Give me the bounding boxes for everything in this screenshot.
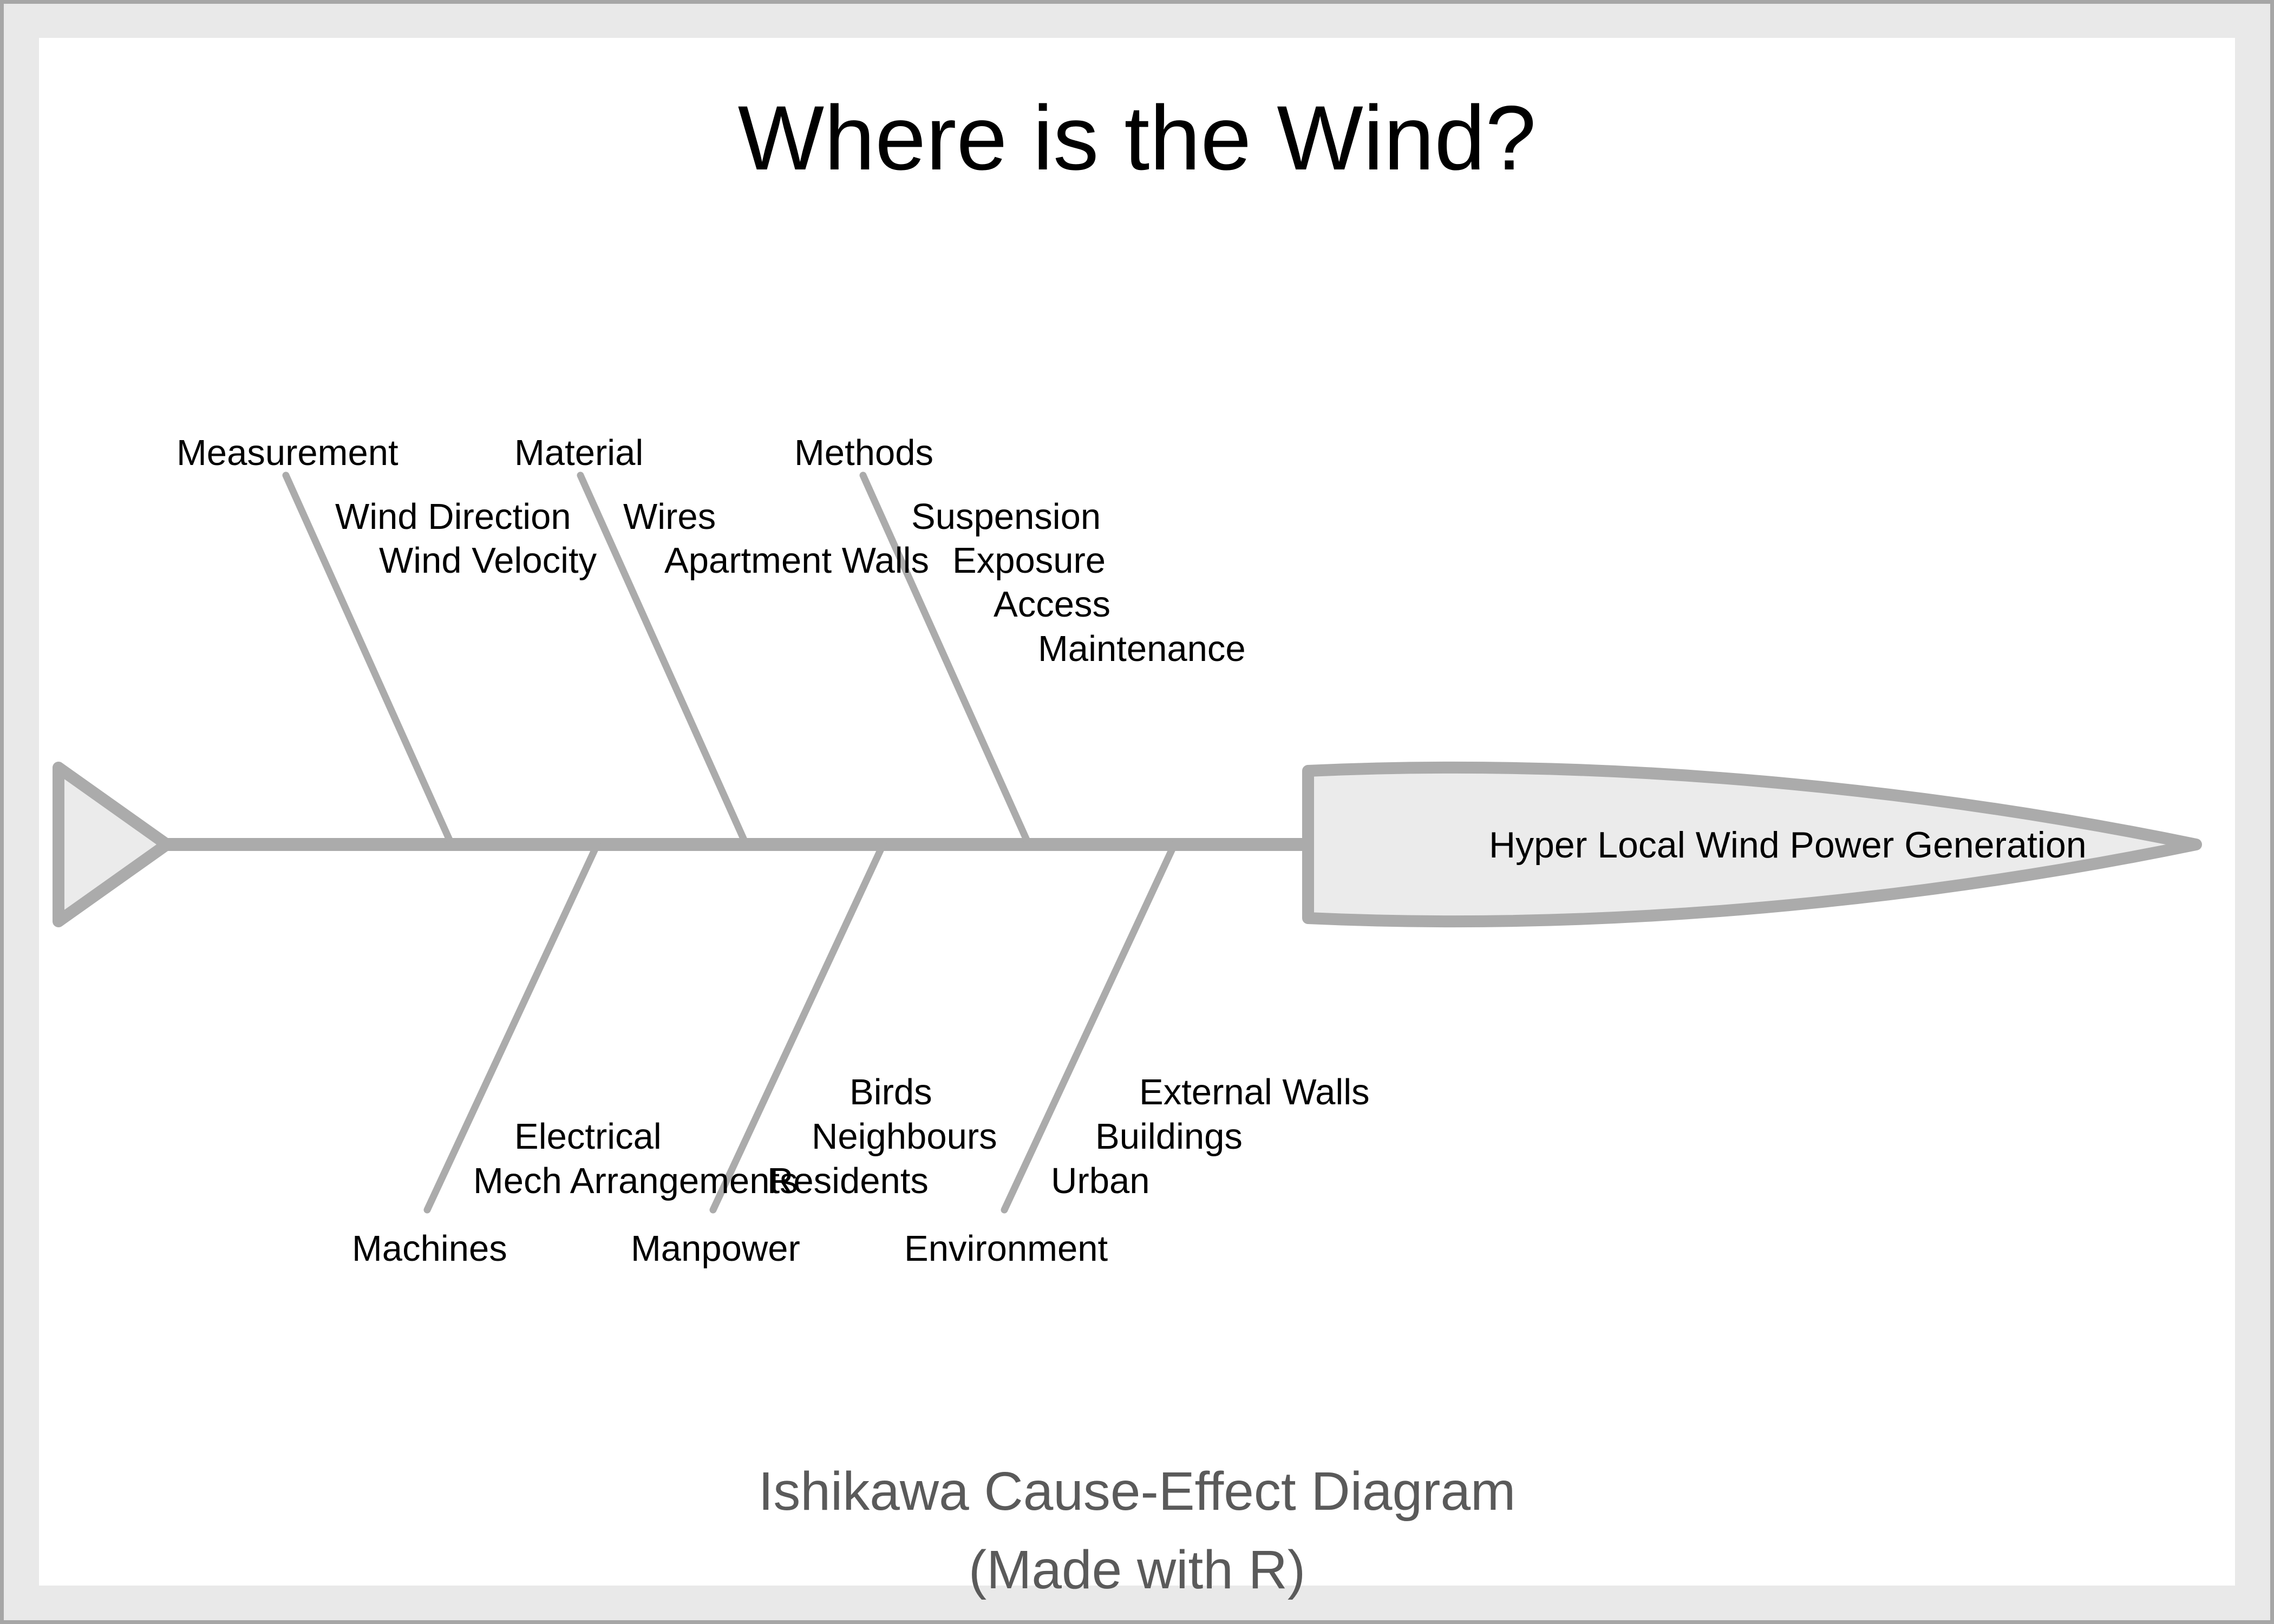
cause-label-apartment-walls: Apartment Walls: [664, 540, 929, 581]
cause-label-electrical: Electrical: [514, 1116, 662, 1157]
cause-label-buildings: Buildings: [1095, 1116, 1243, 1157]
cause-label-exposure: Exposure: [952, 540, 1106, 581]
caption-line2: (Made with R): [968, 1540, 1306, 1600]
category-label-methods: Methods: [794, 433, 933, 473]
category-label-manpower: Manpower: [631, 1228, 800, 1269]
category-label-machines: Machines: [352, 1228, 507, 1269]
cause-label-mech-arrangements: Mech Arrangements: [473, 1161, 798, 1201]
cause-label-suspension: Suspension: [911, 496, 1101, 537]
branch-line-measurement: [282, 472, 455, 848]
branch-line-machines: [423, 841, 601, 1214]
cause-label-wind-velocity: Wind Velocity: [379, 540, 597, 581]
branch-line-methods: [859, 472, 1033, 848]
cause-label-residents: Residents: [767, 1161, 929, 1201]
cause-label-wind-direction: Wind Direction: [335, 496, 571, 537]
cause-label-maintenance: Maintenance: [1038, 628, 1246, 669]
effect-head-shape: [1302, 761, 2202, 928]
cause-label-access: Access: [994, 584, 1110, 625]
tail-triangle: [53, 762, 173, 927]
cause-label-urban: Urban: [1051, 1161, 1150, 1201]
cause-label-wires: Wires: [623, 496, 716, 537]
cause-label-external-walls: External Walls: [1139, 1072, 1370, 1112]
effect-label: Hyper Local Wind Power Generation: [1489, 824, 2087, 866]
branch-line-environment: [1001, 841, 1178, 1214]
category-label-material: Material: [514, 433, 644, 473]
category-label-environment: Environment: [904, 1228, 1108, 1269]
chart-title: Where is the Wind?: [737, 87, 1537, 189]
category-label-measurement: Measurement: [177, 433, 398, 473]
cause-label-birds: Birds: [850, 1072, 932, 1112]
branch-line-manpower: [709, 841, 887, 1214]
caption-line1: Ishikawa Cause-Effect Diagram: [758, 1461, 1516, 1522]
cause-label-neighbours: Neighbours: [812, 1116, 997, 1157]
branch-line-material: [577, 472, 750, 848]
